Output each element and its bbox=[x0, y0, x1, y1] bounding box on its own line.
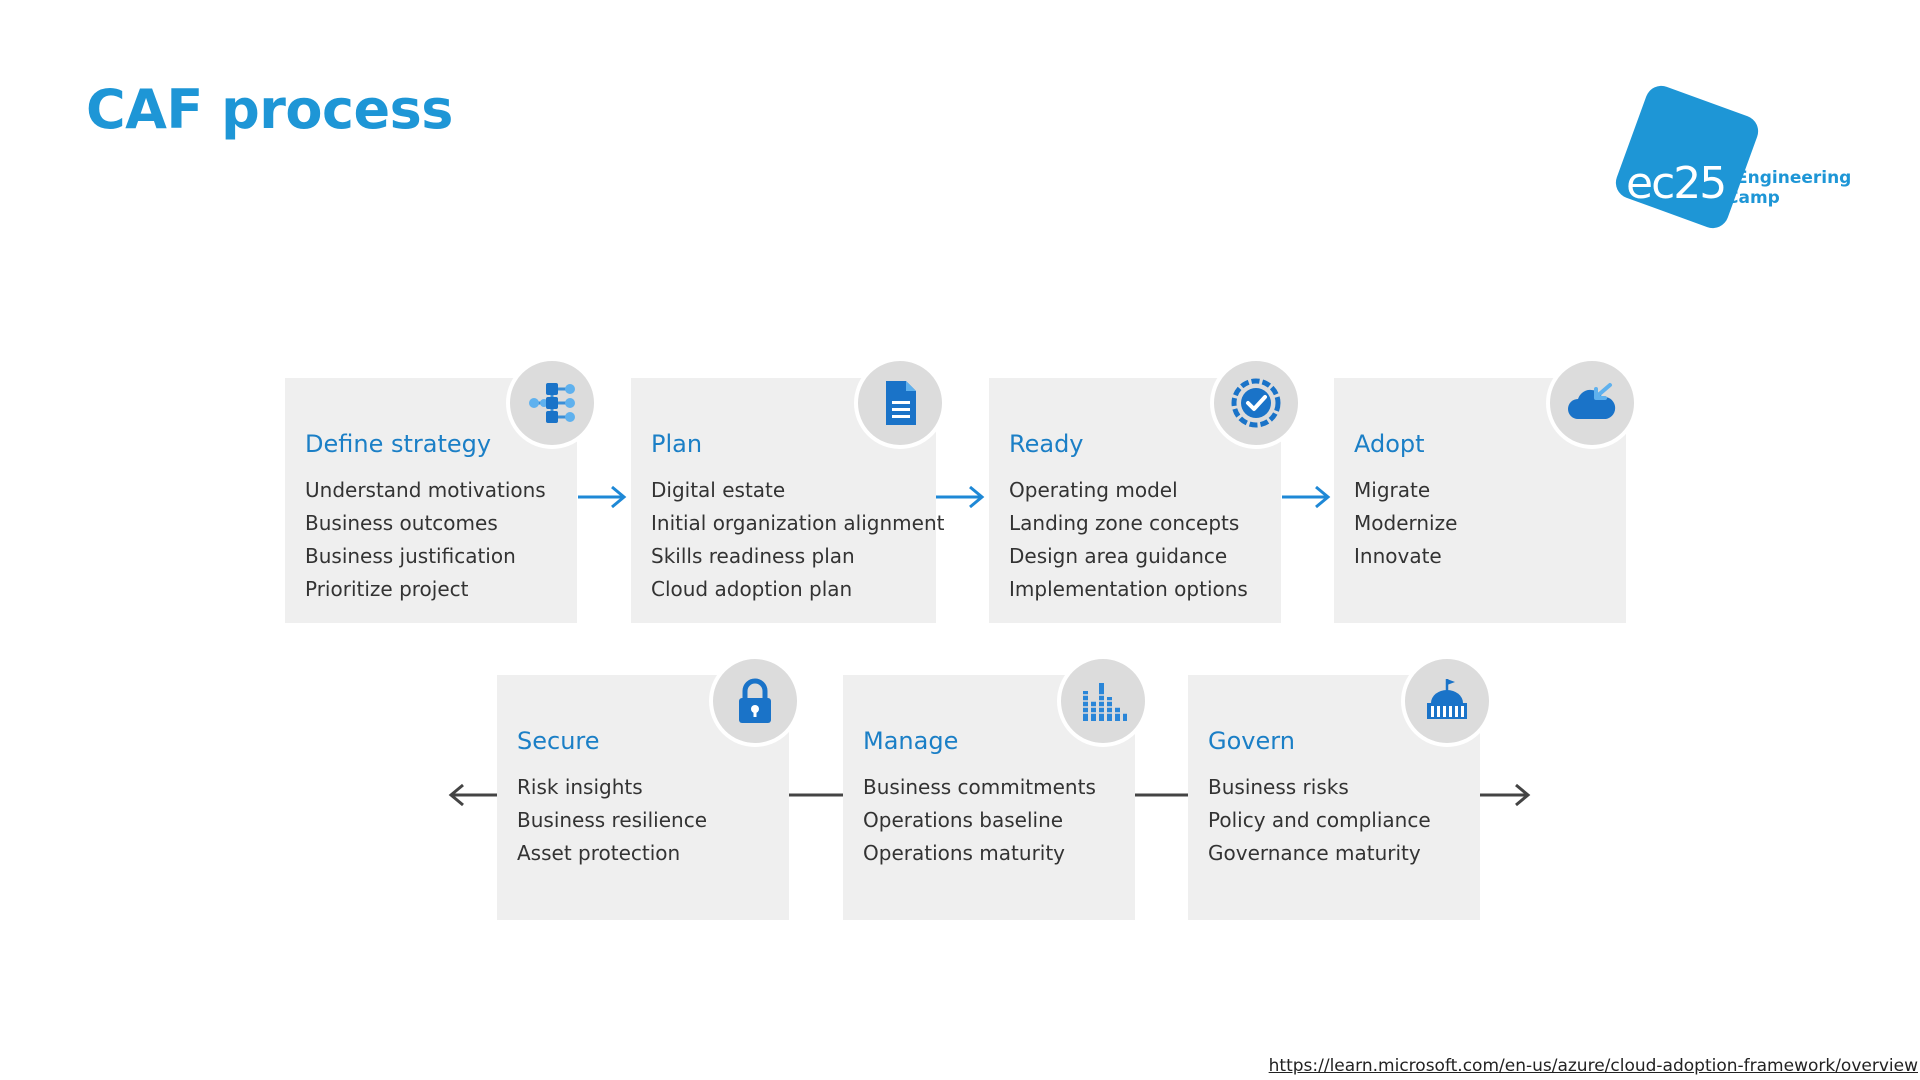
cloud-migrate-icon bbox=[1546, 357, 1638, 449]
logo-diamond bbox=[1611, 81, 1763, 233]
stage-item: Business justification bbox=[305, 544, 516, 568]
stage-item: Innovate bbox=[1354, 544, 1442, 568]
arrow-right-icon bbox=[1282, 485, 1331, 509]
stage-card-plan: Plan Digital estate Initial organization… bbox=[631, 378, 944, 623]
stage-item: Migrate bbox=[1354, 478, 1431, 502]
stage-item: Skills readiness plan bbox=[651, 544, 855, 568]
stage-item: Operating model bbox=[1009, 478, 1178, 502]
stage-item: Initial organization alignment bbox=[651, 511, 945, 535]
arrow-right-icon bbox=[1480, 783, 1531, 807]
stage-items: Digital estate Initial organization alig… bbox=[651, 474, 944, 606]
stage-items: Risk insights Business resilience Asset … bbox=[517, 771, 707, 870]
stage-item: Operations maturity bbox=[863, 841, 1066, 865]
stage-items: Understand motivations Business outcomes… bbox=[305, 474, 546, 606]
connector-line bbox=[789, 793, 843, 797]
stage-card-manage: Manage Business commitments Operations b… bbox=[843, 675, 1135, 920]
lock-icon bbox=[709, 655, 801, 747]
stage-item: Digital estate bbox=[651, 478, 786, 502]
workflow-icon bbox=[506, 357, 598, 449]
logo-mark: ec25 bbox=[1626, 158, 1727, 209]
connector-line bbox=[1135, 793, 1188, 797]
stage-item: Business risks bbox=[1208, 775, 1349, 799]
stage-title: Secure bbox=[517, 727, 600, 755]
stage-item: Business commitments bbox=[863, 775, 1096, 799]
checkmark-badge-icon bbox=[1210, 357, 1302, 449]
stage-item: Understand motivations bbox=[305, 478, 546, 502]
stage-item: Policy and compliance bbox=[1208, 808, 1431, 832]
bar-chart-icon bbox=[1057, 655, 1149, 747]
stage-item: Asset protection bbox=[517, 841, 681, 865]
stage-title: Manage bbox=[863, 727, 959, 755]
logo-text: Engineering Camp bbox=[1726, 168, 1852, 208]
stage-item: Operations baseline bbox=[863, 808, 1064, 832]
arrow-left-icon bbox=[448, 783, 497, 807]
stage-items: Migrate Modernize Innovate bbox=[1354, 474, 1457, 573]
government-building-icon bbox=[1401, 655, 1493, 747]
slide-title: CAF process bbox=[86, 78, 453, 141]
document-icon bbox=[854, 357, 946, 449]
stage-item: Modernize bbox=[1354, 511, 1458, 535]
logo-line-1: Engineering bbox=[1736, 168, 1852, 188]
logo-line-2: Camp bbox=[1726, 188, 1780, 208]
stage-item: Landing zone concepts bbox=[1009, 511, 1240, 535]
source-link[interactable]: https://learn.microsoft.com/en-us/azure/… bbox=[1268, 1056, 1918, 1076]
stage-item: Governance maturity bbox=[1208, 841, 1421, 865]
stage-title: Govern bbox=[1208, 727, 1295, 755]
stage-item: Design area guidance bbox=[1009, 544, 1228, 568]
stage-item: Implementation options bbox=[1009, 577, 1248, 601]
stage-title: Adopt bbox=[1354, 430, 1425, 458]
stage-item: Business outcomes bbox=[305, 511, 498, 535]
arrow-right-icon bbox=[578, 485, 627, 509]
stage-title: Ready bbox=[1009, 430, 1084, 458]
stage-title: Plan bbox=[651, 430, 703, 458]
stage-item: Risk insights bbox=[517, 775, 643, 799]
stage-item: Business resilience bbox=[517, 808, 708, 832]
stage-title: Define strategy bbox=[305, 430, 492, 458]
stage-items: Business risks Policy and compliance Gov… bbox=[1208, 771, 1431, 870]
ec25-logo: ec25 Engineering Camp bbox=[1600, 80, 1860, 240]
arrow-right-icon bbox=[936, 485, 985, 509]
stage-item: Prioritize project bbox=[305, 577, 469, 601]
stage-items: Operating model Landing zone concepts De… bbox=[1009, 474, 1248, 606]
stage-item: Cloud adoption plan bbox=[651, 577, 853, 601]
stage-items: Business commitments Operations baseline… bbox=[863, 771, 1096, 870]
